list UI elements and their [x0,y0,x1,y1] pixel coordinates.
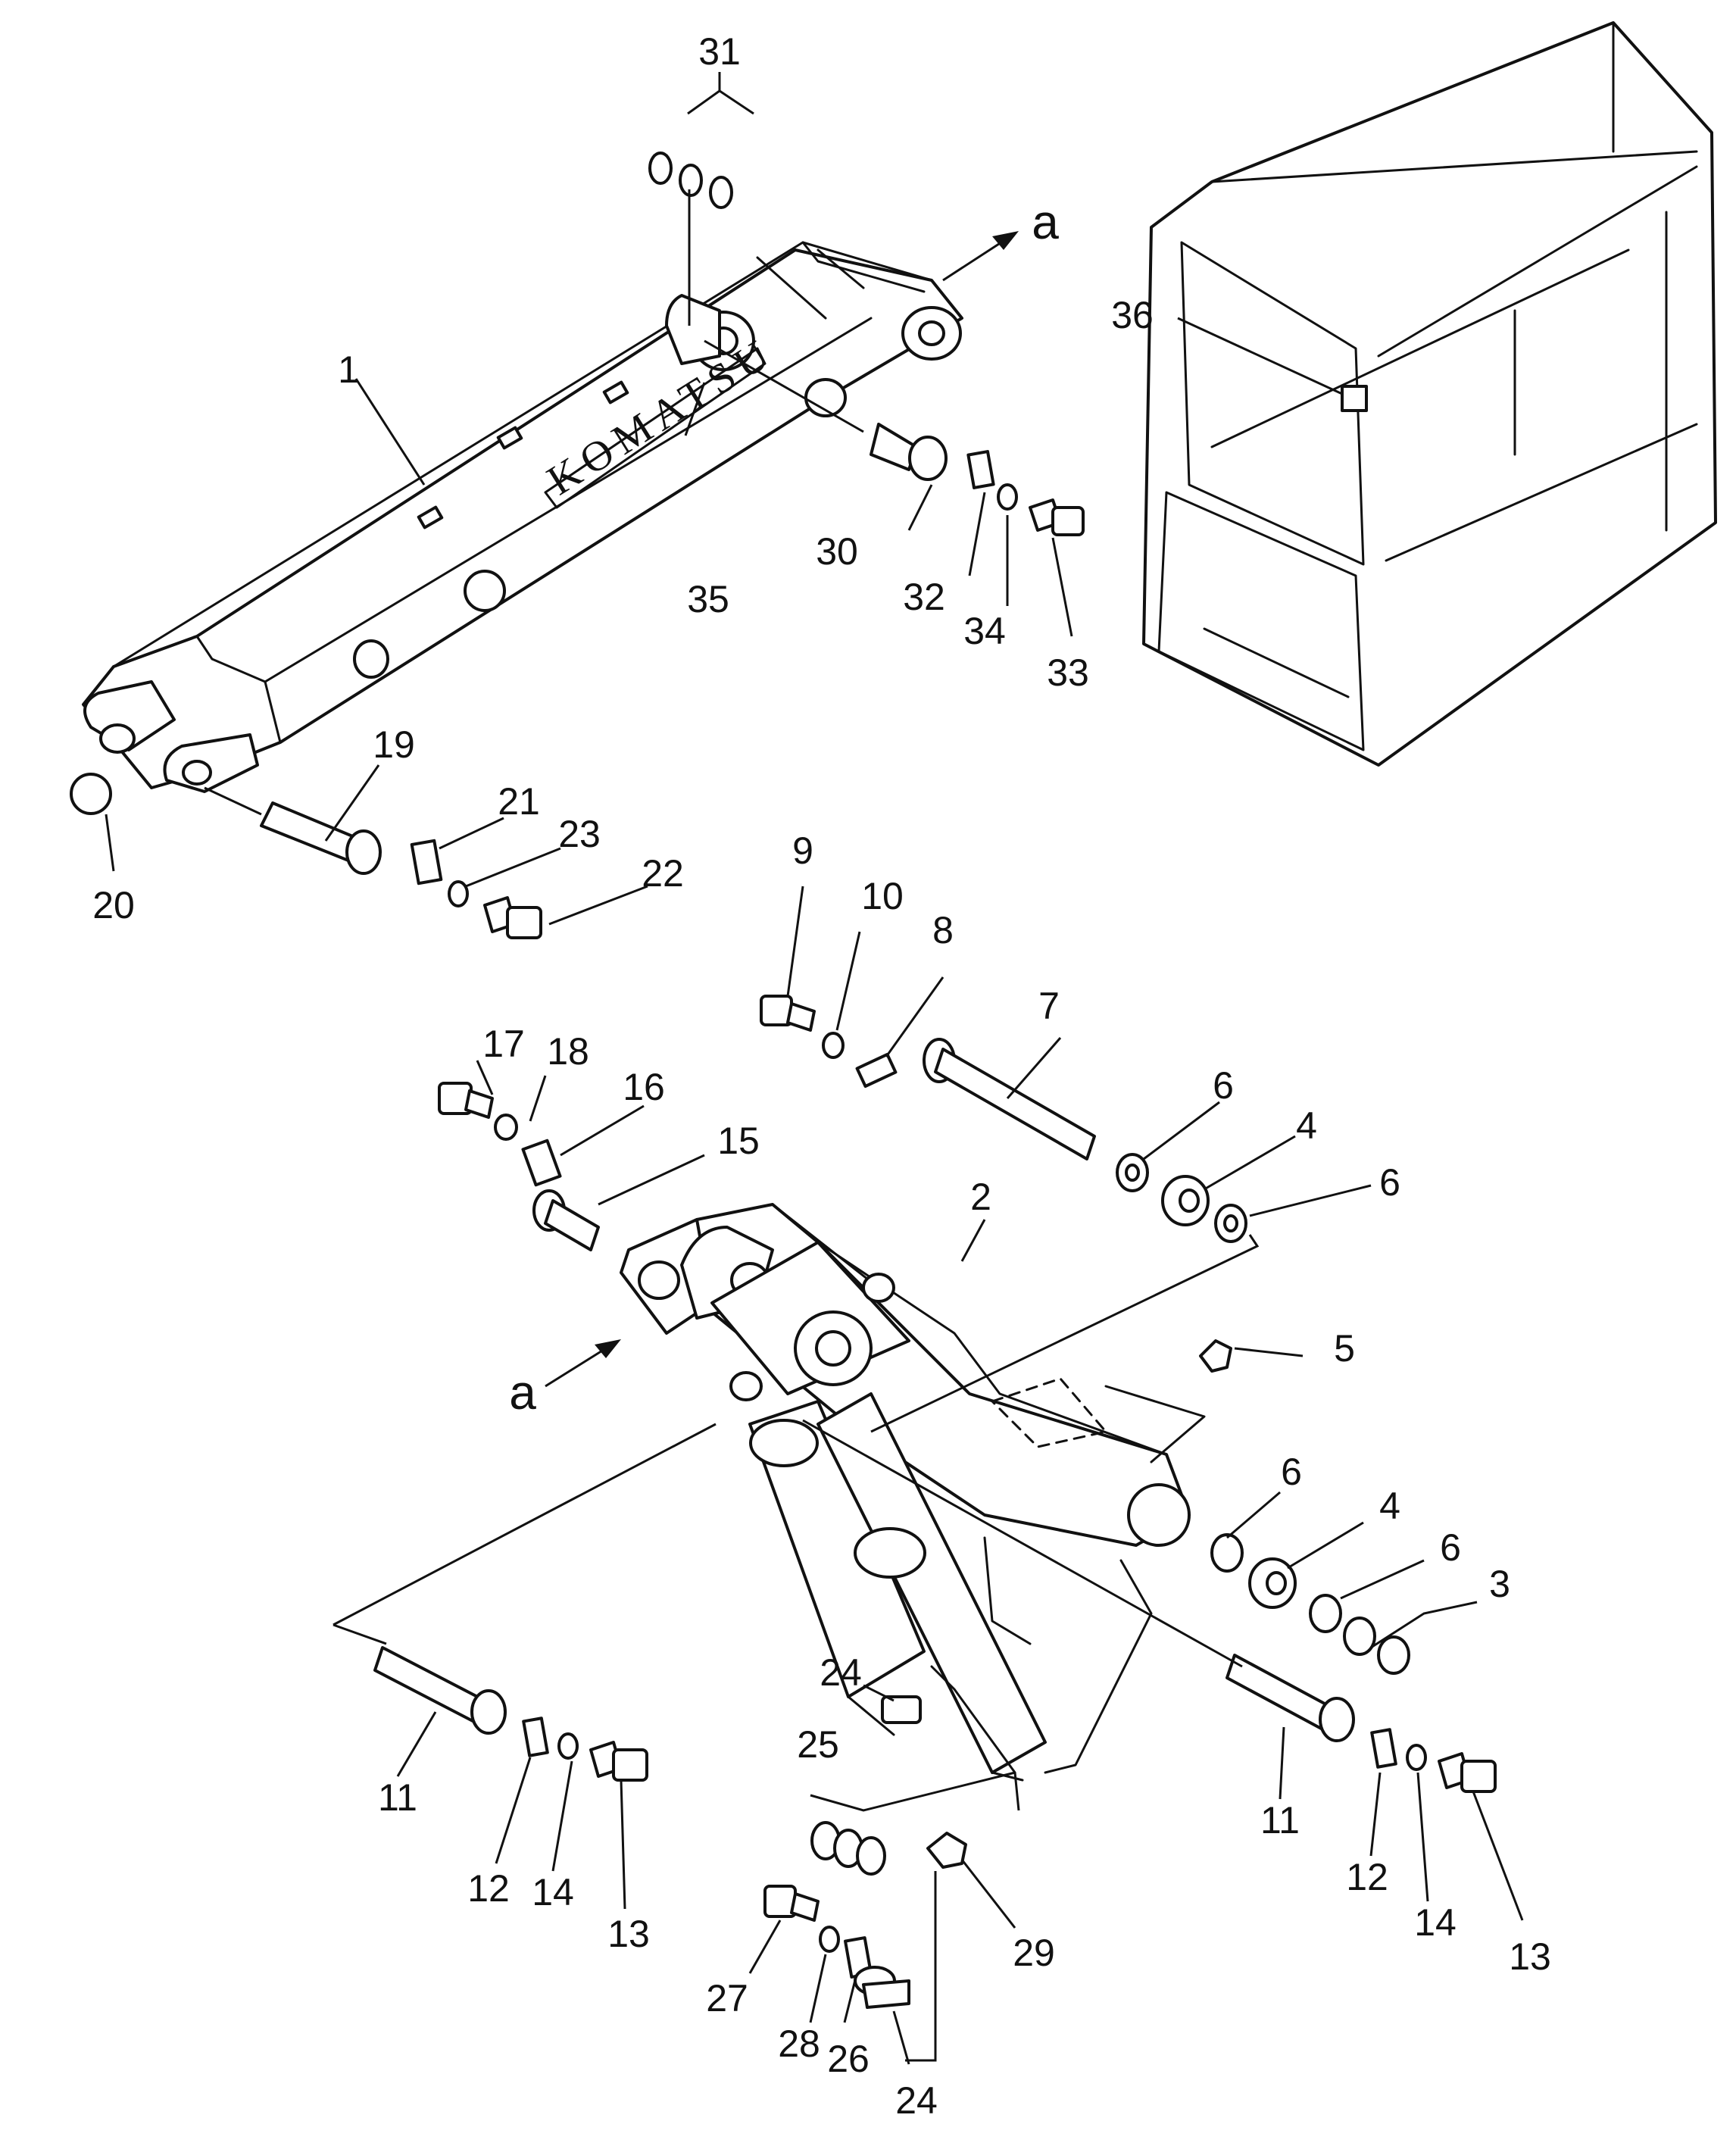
callout-20: 20 [92,884,135,926]
callout-13-left: 13 [607,1913,650,1955]
callout-5: 5 [1334,1327,1355,1370]
callout-9: 9 [792,829,813,872]
callout-10: 10 [861,875,904,917]
operator-cab [1142,21,1717,767]
callout-6-upper-right: 6 [1379,1161,1400,1204]
callout-24-lower: 24 [895,2079,938,2122]
callout-14-left: 14 [532,1871,574,1913]
callout-2: 2 [970,1176,991,1218]
callout-23: 23 [558,813,601,855]
callout-6-lower-left: 6 [1281,1451,1302,1493]
callout-28: 28 [778,2023,820,2065]
callout-7: 7 [1038,985,1060,1027]
boom-assembly [545,1203,1206,1782]
callout-12-right: 12 [1346,1856,1388,1898]
callout-21: 21 [498,780,540,823]
callout-22: 22 [642,852,684,895]
callout-17: 17 [482,1023,525,1065]
callout-15: 15 [717,1120,760,1162]
callout-35: 35 [687,578,729,620]
callout-labels: 31 1 36 35 30 32 34 33 19 21 23 22 20 9 … [92,30,1551,2122]
callout-14-right: 14 [1414,1901,1457,1944]
callout-24-upper: 24 [820,1651,862,1694]
view-marker-a-middle: a [509,1365,536,1420]
callout-4-lower: 4 [1379,1485,1400,1527]
callout-31: 31 [698,30,741,73]
callout-8: 8 [932,909,954,951]
callout-11-left: 11 [378,1776,417,1819]
callout-4-upper: 4 [1296,1104,1317,1147]
callout-16: 16 [623,1066,665,1108]
callout-34: 34 [963,610,1006,652]
callout-6-upper-left: 6 [1213,1064,1234,1107]
callout-19: 19 [373,723,415,766]
callout-11-right: 11 [1260,1799,1300,1841]
callout-25: 25 [797,1723,839,1766]
callout-3: 3 [1489,1563,1510,1605]
callout-26: 26 [827,2038,870,2080]
leader-lines [105,72,1524,2065]
callout-13-right: 13 [1509,1935,1551,1978]
callout-30: 30 [816,530,858,573]
callout-18: 18 [547,1030,589,1073]
callout-12-left: 12 [467,1867,510,1910]
callout-1: 1 [338,348,359,391]
callout-6-lower-right: 6 [1440,1526,1461,1569]
view-marker-a-top: a [1032,195,1059,249]
callout-33: 33 [1047,651,1089,694]
arm-assembly: KOMATSU [82,231,1019,793]
callout-27: 27 [706,1977,748,2019]
hardware [70,152,1497,2009]
callout-36: 36 [1111,294,1154,336]
callout-32: 32 [903,576,945,618]
callout-29: 29 [1013,1932,1055,1974]
